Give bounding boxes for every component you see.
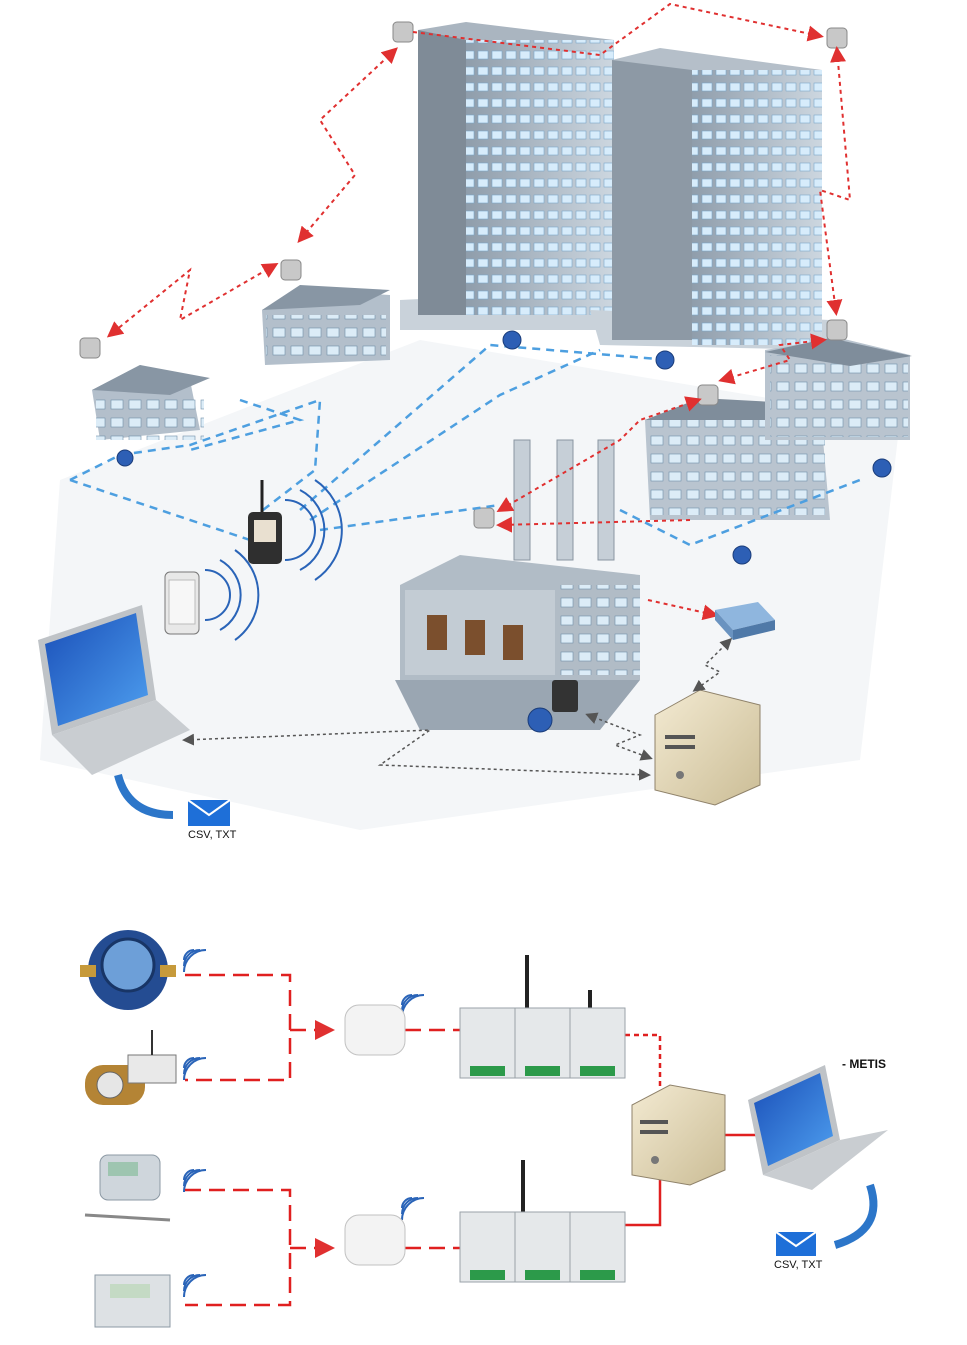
mail-icon (187, 799, 231, 826)
top-diagram (38, 2, 912, 830)
factory-door-3 (503, 625, 523, 660)
software-label: - METIS (842, 1057, 886, 1071)
radio-links (106, 2, 852, 621)
export-arrow-icon (833, 1183, 878, 1249)
bottom-links (185, 973, 460, 1307)
row-houses (262, 285, 390, 365)
bottom-server-links (625, 1033, 760, 1227)
wired-links (69, 343, 861, 547)
server-top (654, 689, 761, 806)
gateway-icon (473, 507, 495, 529)
tower-building-right (590, 48, 830, 350)
export-arrow-icon (114, 773, 174, 819)
factory-door-1 (427, 615, 447, 650)
handheld-reader (248, 480, 282, 564)
export-format-label-top: CSV, TXT (188, 829, 237, 841)
meter-heat (84, 1154, 171, 1222)
gateway-icon (826, 27, 848, 49)
laptop-top (38, 605, 190, 775)
bottom-diagram (80, 930, 888, 1328)
apartment-building-back (765, 338, 912, 440)
factory (395, 439, 640, 730)
gateway-icon (392, 21, 414, 43)
meter-water-radio (85, 1030, 177, 1105)
lan-links (182, 637, 733, 781)
gateway-icon (280, 259, 302, 281)
tower-building-left (400, 22, 640, 330)
laptop-bottom (748, 1065, 888, 1190)
radio-wave-icons (204, 479, 343, 641)
gateway-icon (826, 319, 848, 341)
water-meters (116, 330, 892, 733)
din-modules-lower (459, 1160, 626, 1283)
mail-icon (775, 1231, 817, 1256)
meter-electricity (94, 1274, 171, 1328)
gateway-icon (697, 384, 719, 406)
meter-radio-wave-icons (183, 949, 425, 1298)
export-format-label-bottom: CSV, TXT (774, 1259, 823, 1271)
din-modules-upper (459, 955, 626, 1079)
factory-door-2 (465, 620, 485, 655)
data-concentrator (552, 680, 578, 712)
server-bottom (631, 1084, 726, 1186)
smartphone (164, 571, 200, 635)
meter-water-blue (80, 930, 176, 1010)
radio-receiver-upper (344, 1004, 406, 1056)
radio-receiver-lower (344, 1214, 406, 1266)
router-box (715, 602, 775, 640)
gateway-icons (79, 21, 848, 529)
gateway-icon (79, 337, 101, 359)
house-left (92, 365, 210, 440)
